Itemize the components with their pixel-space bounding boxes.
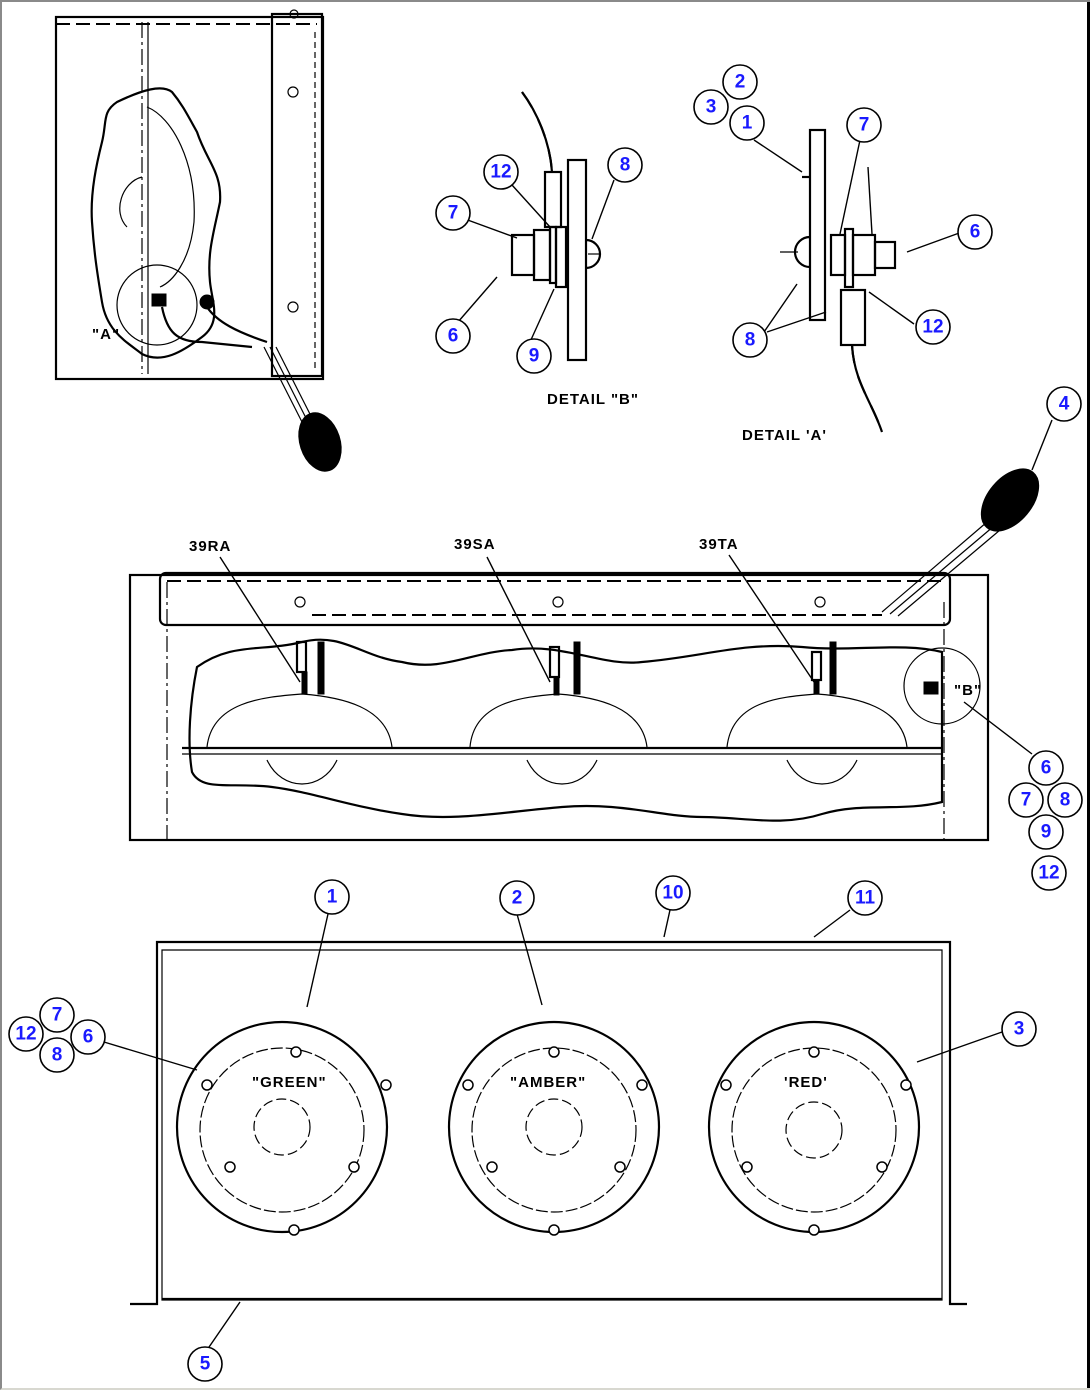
callout-9: 9 bbox=[516, 338, 552, 374]
detail-b-circle bbox=[903, 647, 981, 725]
front-housing bbox=[130, 940, 967, 1306]
svg-text:8: 8 bbox=[52, 1045, 63, 1066]
callout-7: 7 bbox=[1008, 782, 1044, 818]
callout-6: 6 bbox=[435, 318, 471, 354]
callout-12: 12 bbox=[915, 309, 951, 345]
svg-text:8: 8 bbox=[745, 330, 756, 351]
detail-a-title: DETAIL 'A' bbox=[742, 427, 827, 444]
wire-label-39ra: 39RA bbox=[189, 538, 231, 555]
callout-7: 7 bbox=[39, 997, 75, 1033]
svg-text:6: 6 bbox=[970, 222, 981, 243]
rear-cutaway bbox=[188, 638, 944, 822]
cutaway-outline bbox=[90, 87, 222, 359]
callout-8: 8 bbox=[732, 322, 768, 358]
wire-label-39ta: 39TA bbox=[699, 536, 739, 553]
callout-7: 7 bbox=[846, 107, 882, 143]
lens-label-green: "GREEN" bbox=[252, 1074, 327, 1091]
side-flange bbox=[270, 12, 324, 378]
svg-text:8: 8 bbox=[620, 155, 631, 176]
callout-10: 10 bbox=[655, 875, 691, 911]
svg-text:3: 3 bbox=[1014, 1019, 1025, 1040]
svg-text:12: 12 bbox=[1038, 863, 1059, 884]
svg-text:4: 4 bbox=[1059, 394, 1070, 415]
svg-text:6: 6 bbox=[83, 1027, 94, 1048]
callout-2: 2 bbox=[722, 64, 758, 100]
callout-1: 1 bbox=[729, 105, 765, 141]
detail-a: DETAIL 'A' bbox=[742, 128, 897, 444]
svg-text:11: 11 bbox=[855, 888, 876, 909]
svg-text:9: 9 bbox=[529, 346, 540, 367]
lamp-green bbox=[175, 1020, 389, 1234]
front-view: "GREEN" "AMBER" 'RED' bbox=[130, 940, 967, 1306]
callout-1: 1 bbox=[314, 879, 350, 915]
callout-2: 2 bbox=[499, 880, 535, 916]
svg-text:9: 9 bbox=[1041, 822, 1052, 843]
callout-6: 6 bbox=[1028, 750, 1064, 786]
callout-balloons: 12 8 7 6 9 2 3 1 7 6 8 12 4 6 7 8 9 12 1… bbox=[8, 64, 1083, 1382]
svg-text:7: 7 bbox=[52, 1005, 63, 1026]
callout-4: 4 bbox=[1046, 386, 1082, 422]
svg-text:2: 2 bbox=[735, 72, 746, 93]
callout-8: 8 bbox=[1047, 782, 1083, 818]
svg-text:3: 3 bbox=[706, 97, 717, 118]
callout-5: 5 bbox=[187, 1346, 223, 1382]
svg-text:7: 7 bbox=[1021, 790, 1032, 811]
svg-text:6: 6 bbox=[448, 326, 459, 347]
callout-6: 6 bbox=[957, 214, 993, 250]
detail-a-panel bbox=[808, 128, 827, 322]
rear-view: "B" 39RA 39SA 39TA bbox=[128, 468, 1040, 842]
svg-text:8: 8 bbox=[1060, 790, 1071, 811]
detail-a-circle bbox=[116, 264, 198, 346]
svg-text:7: 7 bbox=[448, 203, 459, 224]
callout-12: 12 bbox=[483, 154, 519, 190]
callout-3: 3 bbox=[693, 89, 729, 125]
rear-top-channel bbox=[158, 571, 952, 627]
svg-text:5: 5 bbox=[200, 1354, 211, 1375]
callout-12: 12 bbox=[8, 1016, 44, 1052]
leader-lines bbox=[103, 139, 1053, 1351]
rear-housing bbox=[128, 573, 990, 842]
svg-text:10: 10 bbox=[662, 883, 683, 904]
svg-text:1: 1 bbox=[327, 887, 338, 908]
lens-label-amber: "AMBER" bbox=[510, 1074, 586, 1091]
lens-label-red: 'RED' bbox=[784, 1074, 828, 1091]
detail-a-marker: "A" bbox=[92, 326, 120, 343]
callout-9: 9 bbox=[1028, 814, 1064, 850]
svg-text:6: 6 bbox=[1041, 758, 1052, 779]
side-view: "A" bbox=[54, 9, 342, 472]
detail-b: DETAIL "B" bbox=[510, 91, 639, 408]
callout-7: 7 bbox=[435, 195, 471, 231]
harness-connector-side bbox=[298, 412, 342, 472]
svg-text:12: 12 bbox=[15, 1024, 36, 1045]
callout-11: 11 bbox=[847, 880, 883, 916]
harness-connector bbox=[980, 468, 1040, 532]
detail-b-panel bbox=[566, 158, 588, 362]
callout-3: 3 bbox=[1001, 1011, 1037, 1047]
callout-6: 6 bbox=[70, 1019, 106, 1055]
svg-text:2: 2 bbox=[512, 888, 523, 909]
callout-8: 8 bbox=[607, 147, 643, 183]
svg-text:1: 1 bbox=[742, 113, 753, 134]
side-housing bbox=[54, 15, 325, 381]
svg-text:12: 12 bbox=[490, 162, 511, 183]
callout-12: 12 bbox=[1031, 855, 1067, 891]
detail-b-marker: "B" bbox=[954, 682, 982, 699]
wire-label-39sa: 39SA bbox=[454, 536, 496, 553]
svg-text:7: 7 bbox=[859, 115, 870, 136]
detail-b-title: DETAIL "B" bbox=[547, 391, 639, 408]
svg-text:12: 12 bbox=[922, 317, 943, 338]
callout-8: 8 bbox=[39, 1037, 75, 1073]
